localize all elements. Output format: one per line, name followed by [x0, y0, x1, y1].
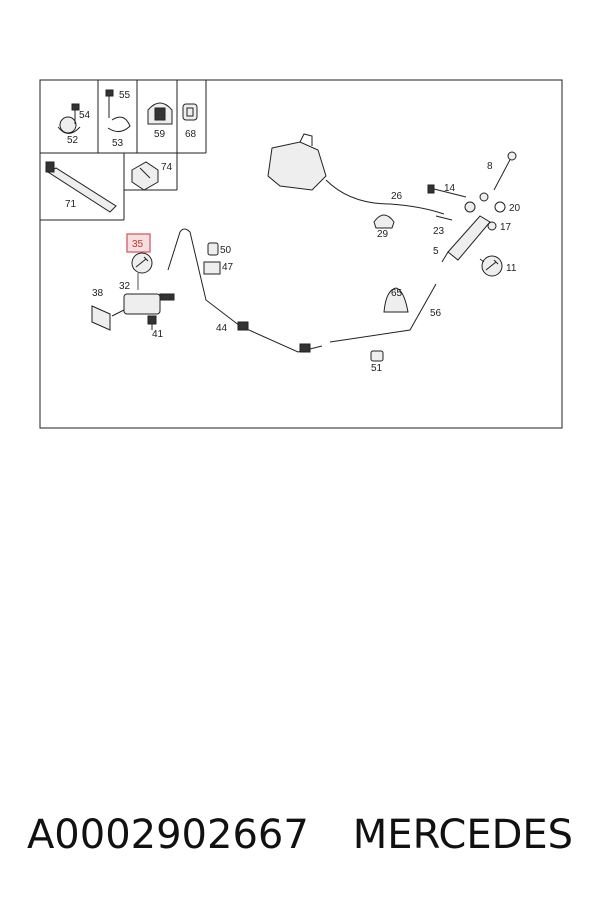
highlight-box-35 — [126, 233, 151, 253]
pipe-44-fitting-2 — [299, 343, 311, 353]
gasket-38-part — [91, 305, 111, 331]
callout-47: 47 — [222, 262, 234, 273]
callout-23: 23 — [433, 226, 445, 237]
callout-35: 35 — [132, 239, 144, 250]
sleeve-50-part — [207, 242, 219, 256]
seal-17-part — [487, 221, 497, 231]
master-cylinder-5-part — [441, 192, 491, 263]
callout-68: 68 — [185, 129, 197, 140]
callout-41: 41 — [152, 329, 164, 340]
callout-14: 14 — [444, 183, 456, 194]
hose-26 — [325, 179, 445, 215]
callout-74: 74 — [161, 162, 173, 173]
nut-68-part — [182, 103, 198, 121]
pin-23-part — [435, 215, 453, 221]
clip-47-part — [203, 261, 221, 275]
callout-44: 44 — [216, 323, 228, 334]
callout-8: 8 — [487, 161, 493, 172]
callout-50: 50 — [220, 245, 232, 256]
callout-52: 52 — [67, 135, 79, 146]
callout-55: 55 — [119, 90, 131, 101]
grommet-59-part — [147, 102, 173, 125]
wrench-11-icon — [481, 255, 503, 277]
cable-tie-71-part — [45, 161, 117, 213]
wrench-35-icon — [131, 252, 153, 274]
spacer-51-part — [370, 350, 384, 362]
callout-11: 11 — [506, 263, 517, 274]
clip-74-part — [131, 161, 159, 191]
part-number: A0002902667 — [26, 812, 309, 858]
caption: A0002902667 MERCEDES — [0, 800, 600, 870]
bolt-14-part — [427, 184, 467, 198]
pin-8-part — [493, 151, 517, 191]
callout-59: 59 — [154, 129, 166, 140]
callout-53: 53 — [112, 138, 124, 149]
callout-32: 32 — [119, 281, 131, 292]
callout-17: 17 — [500, 222, 512, 233]
callout-71: 71 — [65, 199, 77, 210]
callout-20: 20 — [509, 203, 521, 214]
callout-56: 56 — [430, 308, 442, 319]
leader-lines — [137, 258, 485, 290]
clip-20-part — [494, 201, 506, 213]
callout-5: 5 — [433, 246, 439, 257]
callout-54: 54 — [79, 110, 91, 121]
callout-51: 51 — [371, 363, 383, 374]
parts-diagram: 54 55 52 53 59 68 74 71 8 14 26 20 29 23… — [39, 79, 563, 429]
callout-labels: 54 55 52 53 59 68 74 71 8 14 26 20 29 23… — [65, 90, 521, 374]
pipe-44-fitting — [237, 321, 249, 331]
callout-26: 26 — [391, 191, 403, 202]
callout-65: 65 — [391, 288, 403, 299]
clamp-53-part — [105, 89, 131, 132]
inset-boxes — [40, 80, 207, 221]
callout-38: 38 — [92, 288, 104, 299]
reservoir-part — [267, 133, 327, 191]
line-56 — [329, 283, 437, 343]
boot-65-part — [383, 287, 409, 313]
bolt-41-part — [147, 315, 157, 330]
callout-29: 29 — [377, 229, 389, 240]
slave-cylinder-32-part — [111, 293, 175, 317]
grommet-29-part — [373, 214, 395, 229]
brand-name: MERCEDES — [352, 812, 574, 858]
clamp-52-part — [57, 103, 81, 134]
diagram-frame — [39, 79, 563, 429]
pipe-44 — [167, 228, 323, 353]
